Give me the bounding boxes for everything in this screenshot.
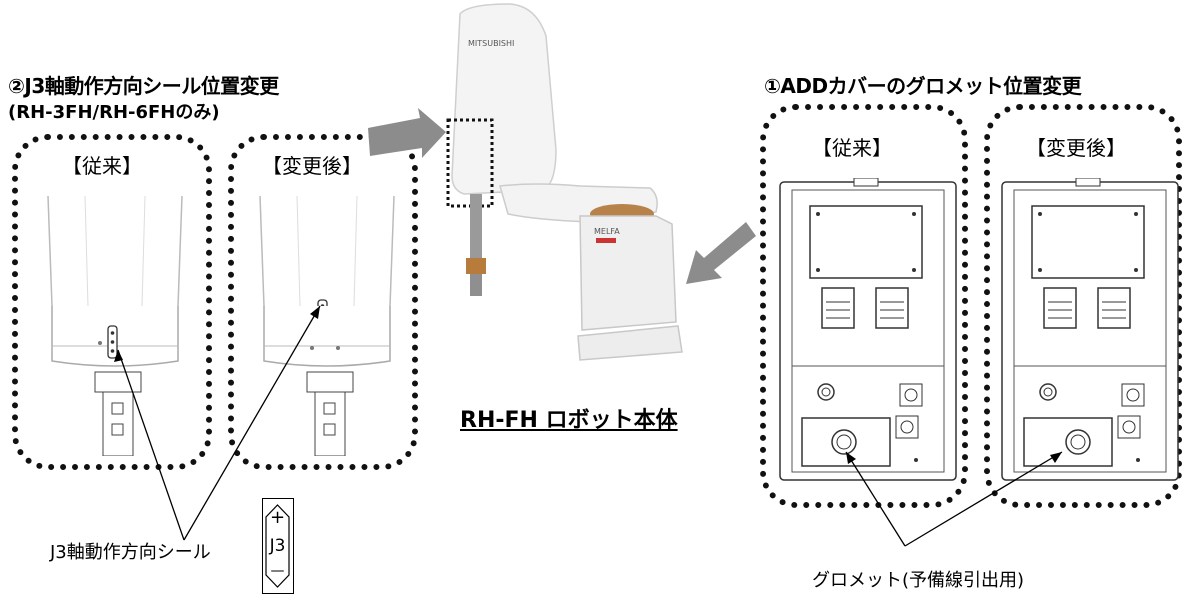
- grommet-after-label: 【変更後】: [1026, 136, 1126, 160]
- svg-text:MITSUBISHI: MITSUBISHI: [468, 39, 514, 48]
- seal-plus-sign: +: [269, 507, 286, 528]
- grommet-before-label: 【従来】: [812, 136, 892, 160]
- add-cover-after-illustration: [1001, 178, 1179, 481]
- arm-after-illustration: [259, 196, 395, 456]
- arrow-to-robot-icon: [368, 108, 446, 158]
- robot-illustration: MITSUBISHI MELFA: [368, 3, 683, 361]
- j3-before-label: 【従来】: [62, 154, 142, 178]
- j3-after-label: 【変更後】: [262, 154, 362, 178]
- grommet-before: [831, 429, 857, 455]
- j3-seal-section-subtitle: (RH-3FH/RH-6FHのみ): [8, 102, 220, 123]
- grommet-after: [1065, 429, 1091, 455]
- grommet-section-title: ①ADDカバーのグロメット位置変更: [764, 74, 1082, 98]
- robot-title: RH-FH ロボット本体: [460, 408, 678, 433]
- grommet-after-box: [984, 104, 1182, 508]
- grommet-before-box: [760, 104, 968, 508]
- seal-minus-sign: —: [270, 563, 285, 579]
- arm-before-illustration: [47, 196, 183, 456]
- add-cover-before-illustration: [779, 178, 957, 481]
- j3-seal-caption: J3軸動作方向シール: [50, 542, 211, 563]
- j3-seal-icon: + J3 —: [262, 498, 294, 594]
- svg-text:MELFA: MELFA: [594, 227, 620, 236]
- j3-seal-section-title: ②J3軸動作方向シール位置変更: [8, 74, 279, 98]
- j3-after-box: [228, 134, 418, 470]
- grommet-caption: グロメット(予備線引出用): [812, 570, 1025, 591]
- j3-before-box: [12, 134, 212, 470]
- seal-j3-text: J3: [269, 536, 286, 556]
- arrow-to-add-cover-icon: [686, 222, 756, 284]
